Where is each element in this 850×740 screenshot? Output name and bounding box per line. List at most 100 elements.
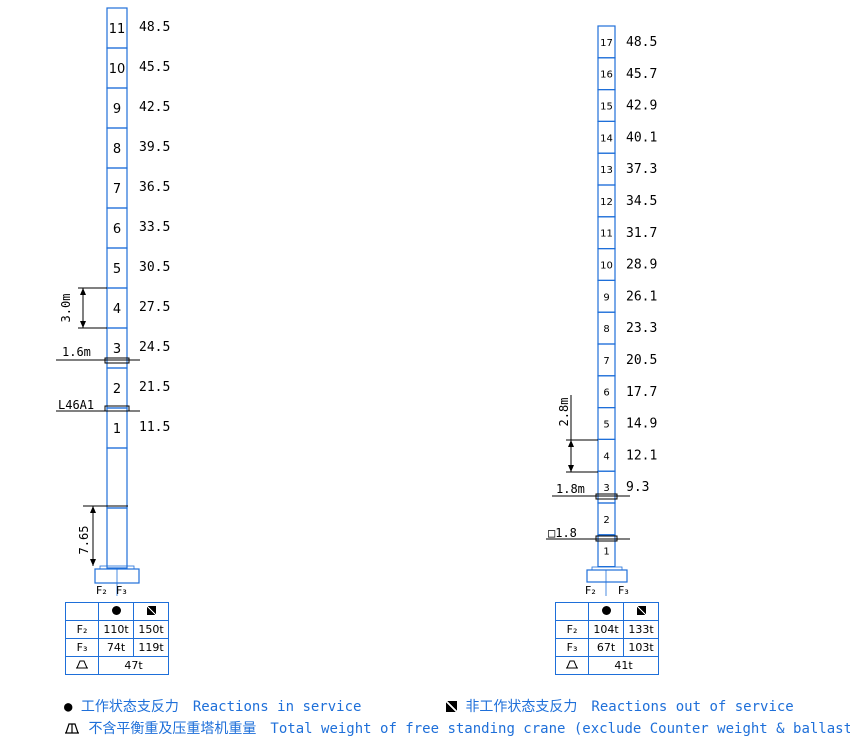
section-height: 20.5 xyxy=(626,353,657,368)
base-size-label: □1.8 xyxy=(548,526,577,540)
section-number: 5 xyxy=(603,420,609,431)
section-height: 27.5 xyxy=(139,300,170,315)
f2-label: F₂ xyxy=(96,584,107,597)
section-number: 5 xyxy=(113,262,121,277)
section-height: 40.1 xyxy=(626,130,657,145)
right-crane-dimensions: 2.8m 1.8m □1.8 xyxy=(546,395,630,540)
in-service-header xyxy=(588,602,624,621)
mast-section xyxy=(597,534,616,568)
section-number: 17 xyxy=(600,38,613,49)
dim-arrowhead xyxy=(568,465,574,472)
section-height: 24.5 xyxy=(139,340,170,355)
crane-base-icon xyxy=(65,723,79,734)
section-height: 45.7 xyxy=(626,67,657,82)
legend-in-service: ● 工作状态支反力 Reactions in service xyxy=(64,699,362,715)
section-height: 48.5 xyxy=(626,35,657,50)
diagonal-square-icon xyxy=(636,606,646,615)
section-number: 2 xyxy=(603,515,609,526)
section-height: 42.5 xyxy=(139,100,170,115)
legend-out-of-service: 非工作状态支反力 Reactions out of service xyxy=(446,696,794,716)
section-number: 4 xyxy=(113,302,121,317)
filled-circle-icon xyxy=(111,606,121,615)
section-height: 45.5 xyxy=(139,60,170,75)
f3-label: F₃ xyxy=(618,584,629,597)
section-number: 7 xyxy=(113,182,121,197)
section-height-dim: 3.0m xyxy=(59,294,73,323)
section-height: 21.5 xyxy=(139,380,170,395)
table-row: 47t xyxy=(65,656,169,675)
dim-arrowhead xyxy=(568,440,574,447)
legend-total-weight: 不含平衡重及压重塔机重量 Total weight of free standi… xyxy=(64,718,850,738)
section-number: 8 xyxy=(603,324,609,335)
section-height: 23.3 xyxy=(626,321,657,336)
section-number: 7 xyxy=(603,356,609,367)
dim-arrowhead xyxy=(90,559,96,566)
out-of-service-header xyxy=(133,602,169,621)
section-height: 33.5 xyxy=(139,220,170,235)
section-height: 12.1 xyxy=(626,448,657,463)
f2-label: F₂ xyxy=(585,584,596,597)
section-number: 15 xyxy=(600,102,613,113)
section-height: 17.7 xyxy=(626,385,657,400)
section-height: 14.9 xyxy=(626,417,657,432)
crane-base-icon xyxy=(555,656,589,675)
section-height: 39.5 xyxy=(139,140,170,155)
section-height: 26.1 xyxy=(626,289,657,304)
in-service-header xyxy=(98,602,134,621)
left-reaction-table: F₂ 110t 150t F₃ 74t 119t 47t xyxy=(65,602,169,675)
section-number: 12 xyxy=(600,197,613,208)
anchor-label: L46A1 xyxy=(58,398,94,412)
collar-dim: 1.8m xyxy=(556,482,585,496)
section-number: 6 xyxy=(113,222,121,237)
section-number: 3 xyxy=(603,483,609,494)
section-number: 9 xyxy=(603,292,609,303)
section-number: 3 xyxy=(113,342,121,357)
table-row: F₃ 74t 119t xyxy=(65,638,169,657)
out-of-service-header xyxy=(623,602,659,621)
mast-section xyxy=(106,447,128,509)
filled-circle-icon xyxy=(601,606,611,615)
f3-label: F₃ xyxy=(116,584,127,597)
section-height: 42.9 xyxy=(626,99,657,114)
section-number: 11 xyxy=(109,22,126,37)
section-number: 16 xyxy=(600,70,613,81)
section-height: 9.3 xyxy=(626,480,649,495)
section-number: 8 xyxy=(113,142,121,157)
left-crane-mast: 11 48.5 10 45.5 9 42.5 8 39.5 7 36.5 6 33.5 5 30.5 4 27… xyxy=(94,7,170,597)
mast-section xyxy=(106,507,128,569)
diagonal-square-icon xyxy=(446,701,457,712)
section-height: 30.5 xyxy=(139,260,170,275)
filled-circle-icon: ● xyxy=(64,699,73,715)
section-height: 34.5 xyxy=(626,194,657,209)
section-height: 37.3 xyxy=(626,162,657,177)
section-number: 1 xyxy=(113,422,121,437)
section-height: 48.5 xyxy=(139,20,170,35)
section-number: 9 xyxy=(113,102,121,117)
table-row: F₃ 67t 103t xyxy=(555,638,659,657)
section-number: 13 xyxy=(600,165,613,176)
section-number: 10 xyxy=(109,62,126,77)
dim-arrowhead xyxy=(80,288,86,295)
section-number: 1 xyxy=(603,547,609,558)
table-row: 41t xyxy=(555,656,659,675)
dim-arrowhead xyxy=(80,321,86,328)
section-height-dim: 2.8m xyxy=(557,398,571,427)
table-row: F₂ 104t 133t xyxy=(555,620,659,639)
mast-base xyxy=(586,569,628,583)
section-number: 11 xyxy=(600,229,613,240)
diagonal-square-icon xyxy=(146,606,156,615)
base-dim: 7.65 xyxy=(77,526,91,555)
section-height: 36.5 xyxy=(139,180,170,195)
section-number: 6 xyxy=(603,388,609,399)
section-height: 28.9 xyxy=(626,258,657,273)
collar-dim: 1.6m xyxy=(62,345,91,359)
dim-arrowhead xyxy=(90,506,96,513)
section-number: 4 xyxy=(603,451,609,462)
section-number: 10 xyxy=(600,261,613,272)
section-height: 11.5 xyxy=(139,420,170,435)
right-reaction-table: F₂ 104t 133t F₃ 67t 103t 41t xyxy=(555,602,659,675)
section-number: 14 xyxy=(600,133,613,144)
